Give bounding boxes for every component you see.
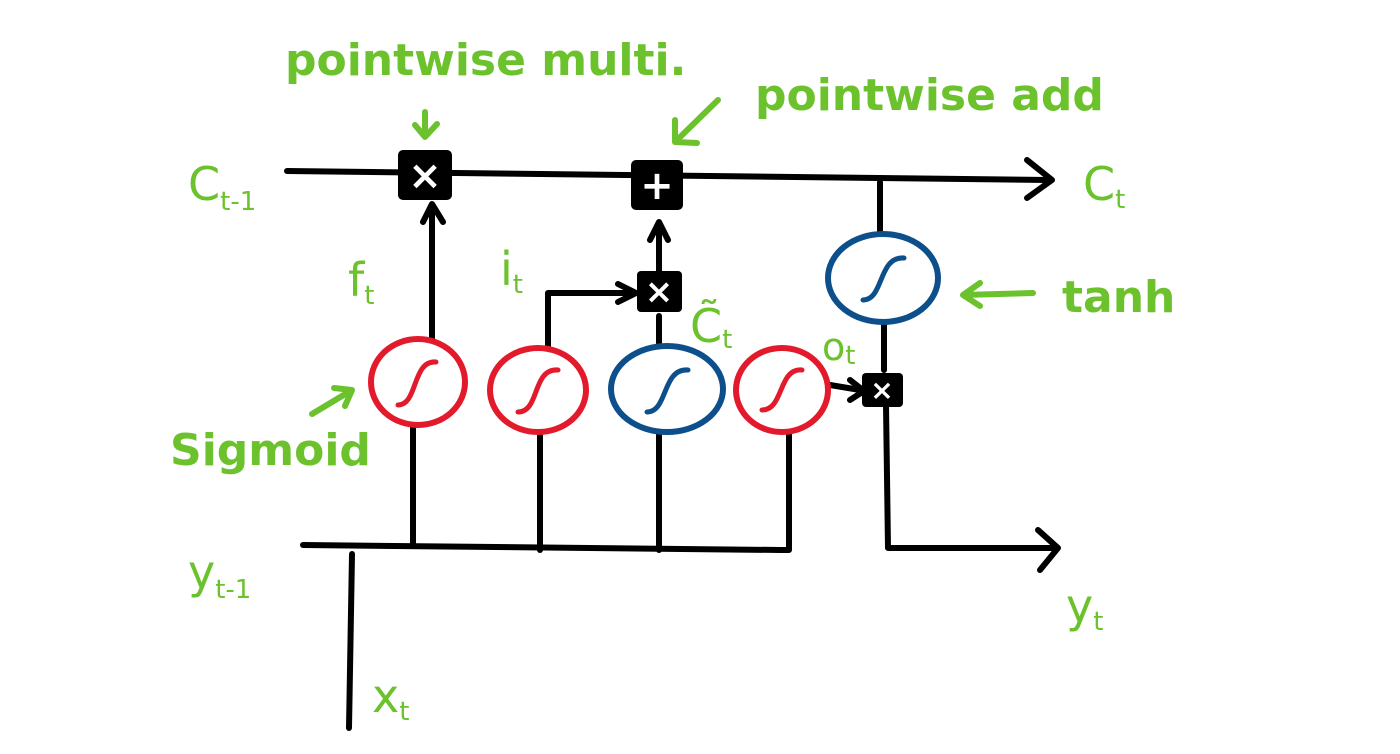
cell-tanh-gate (825, 231, 941, 325)
add-pointer-arrow (672, 97, 721, 146)
label-input-gate: it (500, 242, 523, 300)
candidate-tanh-gate (608, 343, 726, 435)
y-output-wire (883, 402, 1056, 551)
x-input-line (346, 551, 355, 731)
forget-multiply-op: × (398, 150, 452, 200)
forget-sigmoid-gate (368, 336, 468, 428)
multi-pointer-arrow (412, 109, 440, 140)
label-c-t: Ct (1083, 157, 1125, 215)
sigmoid-curve-icon (515, 367, 561, 415)
label-y-t: yt (1066, 579, 1103, 637)
label-c-prev: Ct-1 (188, 157, 256, 217)
sigmoid-curve-icon (395, 359, 439, 408)
tanh-pointer-arrow (960, 280, 1036, 309)
output-multiply-op: × (862, 373, 903, 407)
add-arrowhead (647, 219, 671, 243)
forget-arrowhead (420, 201, 446, 225)
annotation-tanh: tanh (1062, 272, 1175, 323)
tanh-curve-icon (644, 367, 691, 415)
annotation-sigmoid: Sigmoid (170, 425, 371, 476)
label-y-prev: yt-1 (188, 545, 251, 605)
add-symbol: + (640, 163, 674, 209)
output-sigmoid-gate (733, 345, 831, 435)
label-candidate: C̃t (690, 299, 732, 355)
input-output-wire (545, 290, 631, 353)
sigmoid-pointer-arrow (309, 385, 355, 417)
sigmoid-curve-icon (759, 367, 805, 413)
label-output-gate: ot (822, 325, 855, 371)
cell-state-arrowhead (1024, 157, 1055, 201)
label-forget-gate: ft (348, 253, 374, 311)
y-output-arrowhead (1035, 527, 1061, 573)
multiply-symbol: × (408, 153, 442, 199)
tanh-curve-icon (860, 255, 907, 303)
output-gate-out-wire (827, 382, 863, 393)
multiply-symbol: × (870, 374, 893, 407)
multiply-symbol: × (645, 272, 674, 312)
output-gate-wire (777, 430, 792, 553)
label-x-t: xt (372, 669, 409, 727)
input-multiply-op: × (637, 271, 682, 312)
annotation-pointwise-multi: pointwise multi. (285, 35, 686, 86)
input-arrowhead (615, 281, 639, 305)
cell-add-op: + (631, 160, 683, 210)
annotation-pointwise-add: pointwise add (755, 70, 1104, 121)
input-sigmoid-gate (487, 345, 589, 435)
